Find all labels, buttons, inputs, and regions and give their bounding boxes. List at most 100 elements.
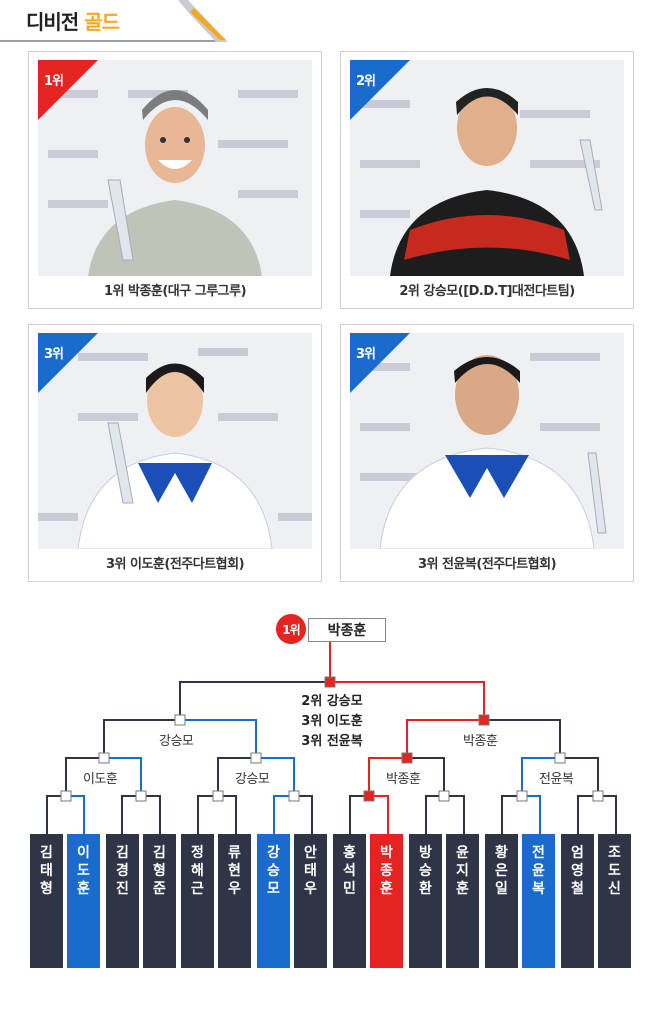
player-name-char: 윤 — [456, 845, 469, 861]
sponsor-backdrop — [350, 60, 624, 276]
player-name-char: 훈 — [456, 881, 469, 897]
player-name-char: 조 — [608, 845, 621, 861]
player-name-char: 정 — [191, 845, 204, 861]
player-name-char: 철 — [571, 881, 584, 897]
player-name-char: 훈 — [380, 881, 393, 897]
player-name-char: 종 — [380, 863, 393, 879]
rank-label: 3위 — [356, 347, 376, 362]
sponsor-backdrop — [350, 333, 624, 549]
winner-photo: 3위 — [38, 333, 312, 549]
quarter-winner-label: 전윤복 — [536, 768, 577, 787]
player-name-char: 태 — [40, 863, 53, 879]
champion-name: 박종훈 — [308, 618, 386, 642]
player-name-char: 승 — [419, 863, 432, 879]
winner-photo: 2위 — [350, 60, 624, 276]
player-name-char: 영 — [571, 863, 584, 879]
bracket-lines — [46, 640, 617, 834]
title-accent: 골드 — [84, 10, 120, 34]
rank-ribbon-blue — [350, 333, 410, 393]
winner-card-4: 3위 3위 전윤복(전주다트협회) — [340, 324, 634, 582]
player-name-char: 엄 — [571, 845, 584, 861]
player-name-char: 환 — [419, 881, 432, 897]
winner-caption: 3위 이도훈(전주다트협회) — [105, 557, 245, 572]
player-name-char: 윤 — [532, 863, 545, 879]
player-name-char: 김 — [153, 845, 166, 861]
winner-photo: 3위 — [350, 333, 624, 549]
player-name-char: 훈 — [77, 881, 90, 897]
winner-photo: 1위 — [38, 60, 312, 276]
result-line: 2위 강승모 — [301, 694, 363, 709]
player-name-char: 도 — [77, 863, 90, 879]
rank-ribbon-blue — [38, 333, 98, 393]
player-name-char: 방 — [419, 845, 432, 861]
quarter-winner-label: 박종훈 — [383, 768, 424, 787]
player-name-char: 신 — [608, 881, 621, 897]
player-name-char: 전 — [532, 845, 545, 861]
final-results: 2위 강승모 3위 이도훈 3위 전윤복 — [290, 692, 374, 752]
player-name-char: 홍 — [343, 845, 356, 861]
player-name-char: 일 — [495, 881, 508, 897]
winner-card-1: 1위 1위 박종훈(대구 그루그루) — [28, 51, 322, 309]
player-name-char: 복 — [532, 881, 545, 897]
player-name-char: 은 — [495, 863, 508, 879]
sponsor-backdrop — [38, 60, 312, 276]
semi-winner-label: 박종훈 — [460, 730, 501, 749]
player-name-char: 김 — [40, 845, 53, 861]
player-name-char: 승 — [267, 863, 280, 879]
rank-ribbon-blue — [350, 60, 410, 120]
rank-label: 2위 — [356, 74, 376, 89]
winner-card-3: 3위 3위 이도훈(전주다트협회) — [28, 324, 322, 582]
quarter-winner-label: 이도훈 — [80, 768, 121, 787]
player-name-char: 도 — [608, 863, 621, 879]
player-name-char: 이 — [77, 845, 90, 861]
winner-caption: 3위 전윤복(전주다트협회) — [417, 557, 557, 572]
player-name-char: 형 — [40, 881, 53, 897]
header-slash-decoration — [178, 0, 228, 42]
title-main: 디비전 — [26, 10, 85, 34]
player-name-char: 석 — [343, 863, 356, 879]
player-name-char: 해 — [191, 863, 204, 879]
rank-label: 3위 — [44, 347, 64, 362]
rank-label: 1위 — [44, 74, 64, 89]
tournament-bracket: 1위 박종훈 2위 강승모 3위 이도훈 3위 전윤복 강승모 박종훈 이도훈 … — [0, 600, 662, 1028]
page-title: 디비전 골드 — [26, 6, 120, 35]
winner-caption: 1위 박종훈(대구 그루그루) — [103, 284, 247, 299]
player-name-char: 황 — [495, 845, 508, 861]
player-name-char: 진 — [116, 881, 129, 897]
player-name-char: 경 — [116, 863, 129, 879]
champion-rank-badge: 1위 — [276, 614, 306, 644]
rank-ribbon-red — [38, 60, 98, 120]
player-name-char: 근 — [191, 881, 204, 897]
player-name-char: 강 — [267, 845, 280, 861]
player-name-char: 우 — [304, 881, 317, 897]
player-name-char: 형 — [153, 863, 166, 879]
sponsor-backdrop — [38, 333, 312, 549]
player-name-char: 현 — [228, 863, 241, 879]
result-line: 3위 전윤복 — [301, 734, 363, 749]
player-name-char: 준 — [153, 881, 166, 897]
result-line: 3위 이도훈 — [301, 714, 363, 729]
player-name-char: 안 — [304, 845, 317, 861]
header-underline — [0, 40, 222, 42]
semi-winner-label: 강승모 — [156, 730, 197, 749]
player-name-char: 류 — [228, 845, 241, 861]
quarter-winner-label: 강승모 — [232, 768, 273, 787]
winner-caption: 2위 강승모([D.D.T]대전다트팀) — [399, 284, 575, 299]
page-header: 디비전 골드 — [0, 0, 662, 42]
player-name-char: 민 — [343, 881, 356, 897]
